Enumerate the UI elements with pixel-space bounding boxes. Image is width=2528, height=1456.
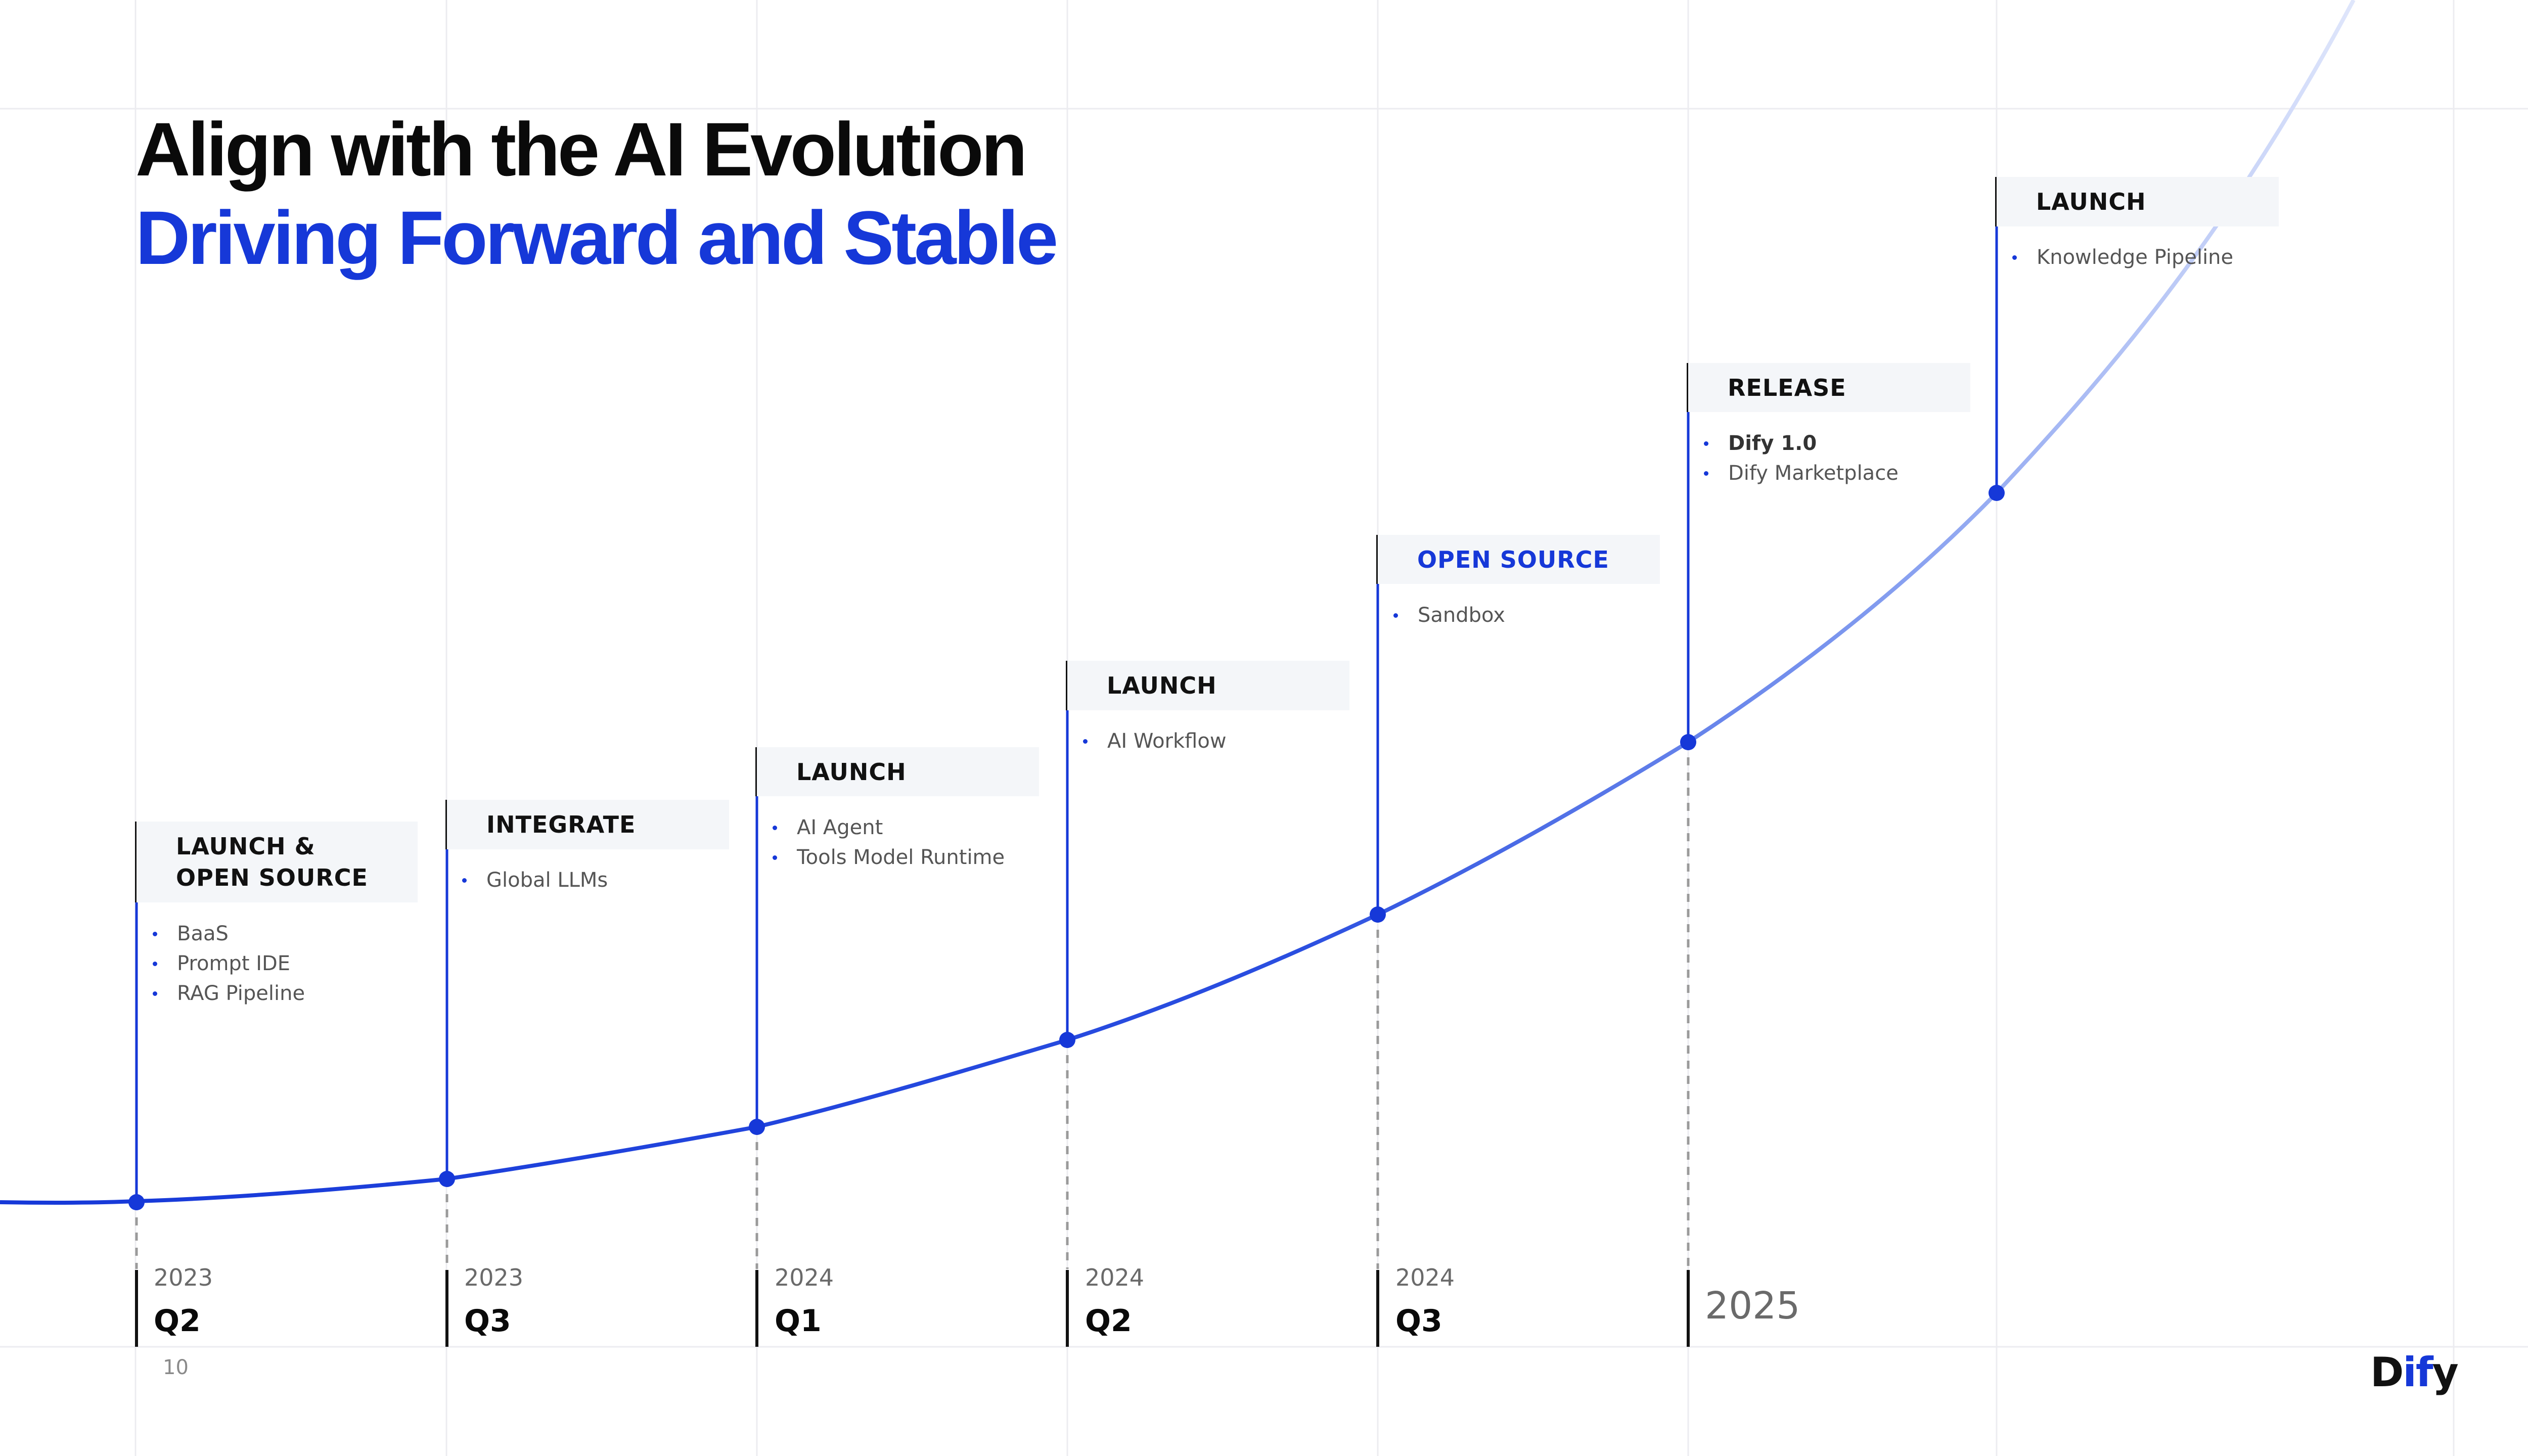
bullet-icon xyxy=(153,991,157,996)
milestone-label: OPEN SOURCE xyxy=(1378,535,1660,584)
milestone-year: 2024 xyxy=(1395,1264,1455,1291)
page-number: 10 xyxy=(163,1356,189,1379)
logo-text-accent: if xyxy=(2403,1349,2433,1396)
milestone-dot xyxy=(439,1171,455,1187)
item-label: AI Agent xyxy=(797,816,883,839)
list-item: Tools Model Runtime xyxy=(773,843,1005,873)
milestone-heading: RELEASE xyxy=(1728,374,1846,401)
item-label: Knowledge Pipeline xyxy=(2037,246,2234,269)
title-line-1: Align with the AI Evolution xyxy=(136,107,1027,192)
date-dashed-lines xyxy=(135,742,1690,1269)
date-solid-lines xyxy=(135,1270,1690,1347)
logo-text: D xyxy=(2370,1349,2404,1396)
milestone-dot xyxy=(1989,485,2005,501)
item-label: RAG Pipeline xyxy=(177,982,305,1005)
list-item: BaaS xyxy=(153,919,305,949)
milestone-dot xyxy=(1680,734,1696,750)
list-item: Knowledge Pipeline xyxy=(2012,243,2233,272)
list-item: Dify Marketplace xyxy=(1704,459,1899,488)
heading-line: OPEN SOURCE xyxy=(176,864,368,891)
list-item: Sandbox xyxy=(1393,601,1505,630)
milestone-heading: INTEGRATE xyxy=(486,811,636,838)
list-item: Prompt IDE xyxy=(153,949,305,979)
dify-logo: Dify xyxy=(2370,1349,2459,1396)
bullet-icon xyxy=(773,826,777,830)
milestone-items: Dify 1.0 Dify Marketplace xyxy=(1704,429,1899,488)
milestone-dot xyxy=(128,1194,145,1210)
milestone-items: BaaS Prompt IDE RAG Pipeline xyxy=(153,919,305,1009)
bullet-icon xyxy=(462,878,467,883)
item-label: Prompt IDE xyxy=(177,952,291,975)
bullet-icon xyxy=(1704,441,1708,446)
list-item: RAG Pipeline xyxy=(153,979,305,1009)
item-label: AI Workflow xyxy=(1107,730,1227,753)
bullet-icon xyxy=(1083,739,1088,744)
milestone-quarter: Q3 xyxy=(464,1303,511,1339)
item-label: Tools Model Runtime xyxy=(797,846,1005,869)
milestone-heading: LAUNCH & OPEN SOURCE xyxy=(176,831,368,893)
item-label: Global LLMs xyxy=(486,869,608,892)
milestone-dot xyxy=(1059,1032,1075,1048)
milestone-heading: LAUNCH xyxy=(796,758,907,786)
milestone-year: 2023 xyxy=(154,1264,213,1291)
milestone-label: RELEASE xyxy=(1688,363,1970,412)
bullet-icon xyxy=(773,855,777,860)
item-label: BaaS xyxy=(177,922,229,945)
milestone-dots xyxy=(128,485,2005,1210)
milestone-items: Sandbox xyxy=(1393,601,1505,630)
milestone-label: LAUNCH xyxy=(1997,177,2279,226)
title-line-2: Driving Forward and Stable xyxy=(136,195,1058,280)
milestone-dot xyxy=(1370,906,1386,923)
milestone-quarter: Q1 xyxy=(775,1303,822,1339)
milestone-quarter: Q3 xyxy=(1395,1303,1442,1339)
logo-text: y xyxy=(2432,1349,2459,1396)
milestone-items: AI Workflow xyxy=(1083,726,1227,756)
milestone-year: 2023 xyxy=(464,1264,524,1291)
item-label: Dify Marketplace xyxy=(1728,462,1899,485)
milestone-items: Knowledge Pipeline xyxy=(2012,243,2233,272)
milestone-label: INTEGRATE xyxy=(447,800,729,849)
milestone-quarter: Q2 xyxy=(1085,1303,1132,1339)
bullet-icon xyxy=(1704,471,1708,476)
bullet-icon xyxy=(153,962,157,966)
milestone-items: Global LLMs xyxy=(462,866,608,895)
list-item: AI Agent xyxy=(773,813,1005,843)
milestone-heading: OPEN SOURCE xyxy=(1417,545,1609,573)
milestone-items: AI Agent Tools Model Runtime xyxy=(773,813,1005,873)
milestone-year: 2025 xyxy=(1705,1284,1800,1328)
list-item: Dify 1.0 xyxy=(1704,429,1899,459)
milestone-year: 2024 xyxy=(775,1264,834,1291)
milestone-heading: LAUNCH xyxy=(1107,672,1217,699)
milestone-year: 2024 xyxy=(1085,1264,1145,1291)
list-item: Global LLMs xyxy=(462,866,608,895)
milestone-label: LAUNCH xyxy=(1067,661,1349,710)
bullet-icon xyxy=(153,932,157,936)
bullet-icon xyxy=(2012,255,2017,260)
item-label: Dify 1.0 xyxy=(1728,432,1817,455)
milestone-label: LAUNCH xyxy=(757,747,1039,796)
milestone-stems xyxy=(135,177,1998,1202)
list-item: AI Workflow xyxy=(1083,726,1227,756)
milestone-dot xyxy=(749,1119,765,1135)
bullet-icon xyxy=(1393,613,1398,618)
milestone-heading: LAUNCH xyxy=(2036,188,2146,215)
item-label: Sandbox xyxy=(1418,604,1505,627)
milestone-quarter: Q2 xyxy=(154,1303,201,1339)
milestone-label: LAUNCH & OPEN SOURCE xyxy=(137,822,418,902)
heading-line: LAUNCH & xyxy=(176,833,315,860)
